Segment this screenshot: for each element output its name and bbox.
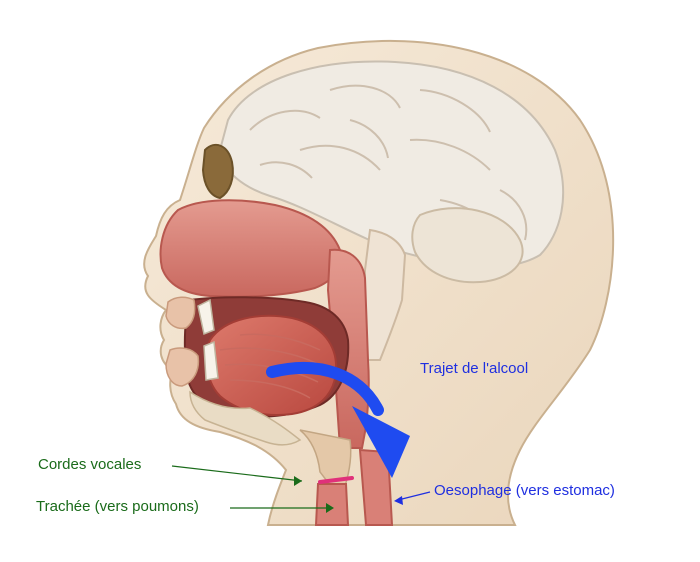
nasal-cavity xyxy=(159,199,342,298)
label-esophagus: Oesophage (vers estomac) xyxy=(434,482,615,499)
cerebellum xyxy=(411,207,524,284)
teeth xyxy=(197,298,219,381)
label-trachea: Trachée (vers poumons) xyxy=(36,498,199,515)
label-alcohol-path: Trajet de l'alcool xyxy=(420,360,529,377)
alcohol-path-arrowhead xyxy=(352,406,410,478)
lower-lip xyxy=(165,347,200,387)
sinus xyxy=(201,143,234,200)
tongue xyxy=(205,314,338,416)
trachea xyxy=(314,483,350,526)
jaw-bone xyxy=(189,390,302,446)
leader-lines xyxy=(171,465,431,513)
vocal-cords-mark xyxy=(318,476,354,484)
alcohol-path-arrow-shaft xyxy=(266,361,384,416)
upper-lip xyxy=(165,296,196,330)
label-vocal-cords: Cordes vocales xyxy=(38,456,142,473)
